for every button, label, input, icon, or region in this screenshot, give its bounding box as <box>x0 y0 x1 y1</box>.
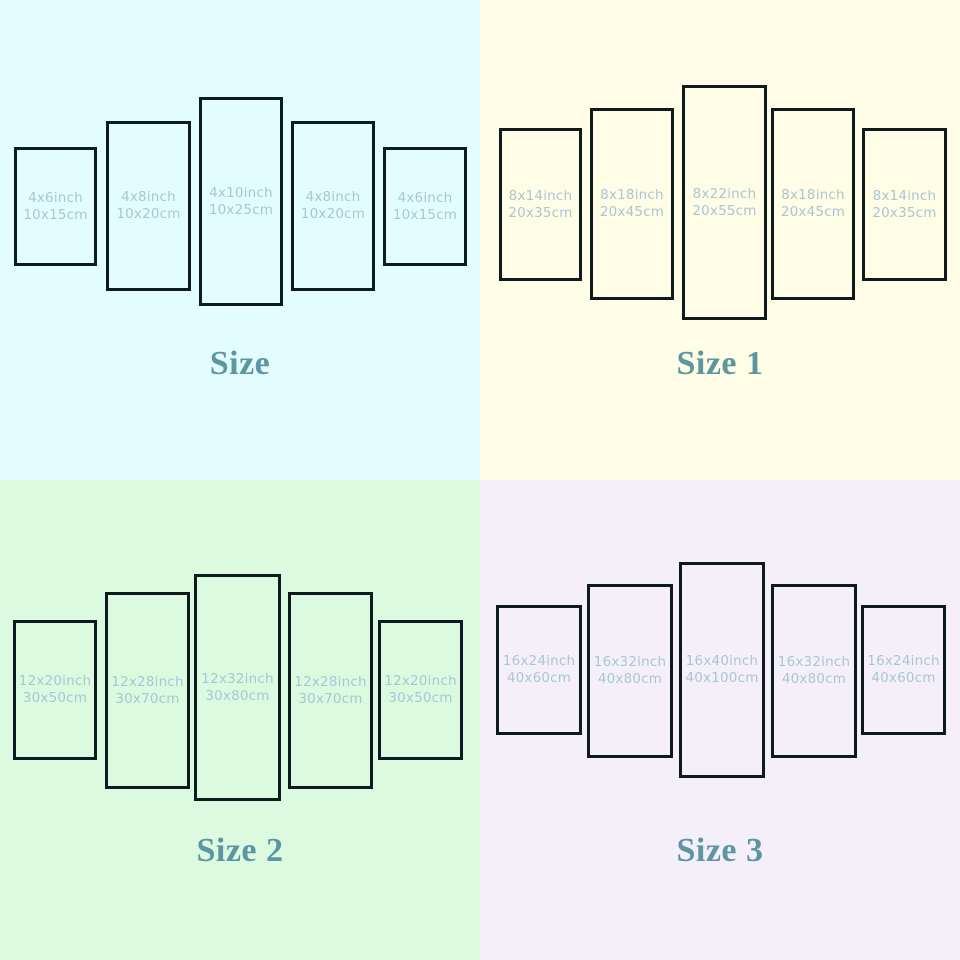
quadrant-title-size-1: Size 1 <box>676 345 764 382</box>
panel-size-inches: 12x28inch <box>294 673 367 690</box>
panel-size-inches: 16x24inch <box>502 653 576 669</box>
panel-size-inches: 8x22inch <box>692 185 757 202</box>
panel-size-centimeters: 40x100cm <box>685 670 759 686</box>
panel-size-inches: 8x18inch <box>600 187 664 203</box>
panel-size-centimeters: 30x50cm <box>388 690 453 706</box>
panel-size-inches: 16x24inch <box>867 653 940 669</box>
panel-size-centimeters: 30x50cm <box>22 690 88 706</box>
panel-size-inches: 4x8inch <box>305 189 361 205</box>
panel-size-inches: 16x32inch <box>593 654 667 670</box>
panel-size-inches: 12x28inch <box>111 673 184 690</box>
panel-size-inches: 4x10inch <box>209 184 273 201</box>
panel-size-centimeters: 10x25cm <box>208 201 274 218</box>
panel-size-centimeters: 30x80cm <box>205 687 270 704</box>
panel-size-inches: 16x32inch <box>777 654 851 670</box>
panel-size-centimeters: 40x80cm <box>597 671 663 687</box>
panel-size-inches: 4x8inch <box>121 189 176 205</box>
panel-size-centimeters: 40x60cm <box>871 670 936 686</box>
quadrant-title-size-2: Size 2 <box>196 832 284 869</box>
panel-size-inches: 8x14inch <box>872 187 937 204</box>
panel-size-inches: 8x14inch <box>508 187 573 204</box>
panel-size-centimeters: 20x35cm <box>508 204 573 221</box>
panel-size-centimeters: 30x70cm <box>298 690 363 707</box>
panel-size-inches: 4x6inch <box>28 189 83 206</box>
panel-size-centimeters: 10x15cm <box>392 206 458 223</box>
panel-size-centimeters: 20x45cm <box>780 204 846 220</box>
panel-size-centimeters: 10x20cm <box>300 206 366 222</box>
panel-size-centimeters: 10x20cm <box>116 206 181 222</box>
quadrant-title-size-3: Size 3 <box>676 832 764 869</box>
panel-size-inches: 12x20inch <box>18 673 92 689</box>
panel-size-centimeters: 20x35cm <box>872 204 937 221</box>
panel-size-centimeters: 40x60cm <box>506 670 572 686</box>
panel-size-inches: 8x18inch <box>781 187 845 203</box>
quadrant-title-size: Size <box>209 345 271 382</box>
panel-size-inches: 12x20inch <box>384 673 457 689</box>
panel-size-centimeters: 40x80cm <box>781 671 847 687</box>
panel-size-centimeters: 10x15cm <box>23 206 88 223</box>
panel-size-inches: 4x6inch <box>397 189 453 206</box>
panel-size-centimeters: 20x55cm <box>692 202 757 219</box>
panel-size-inches: 16x40inch <box>685 653 759 669</box>
panel-size-centimeters: 30x70cm <box>115 690 180 707</box>
panel-size-inches: 12x32inch <box>201 670 274 687</box>
panel-size-centimeters: 20x45cm <box>599 204 665 220</box>
